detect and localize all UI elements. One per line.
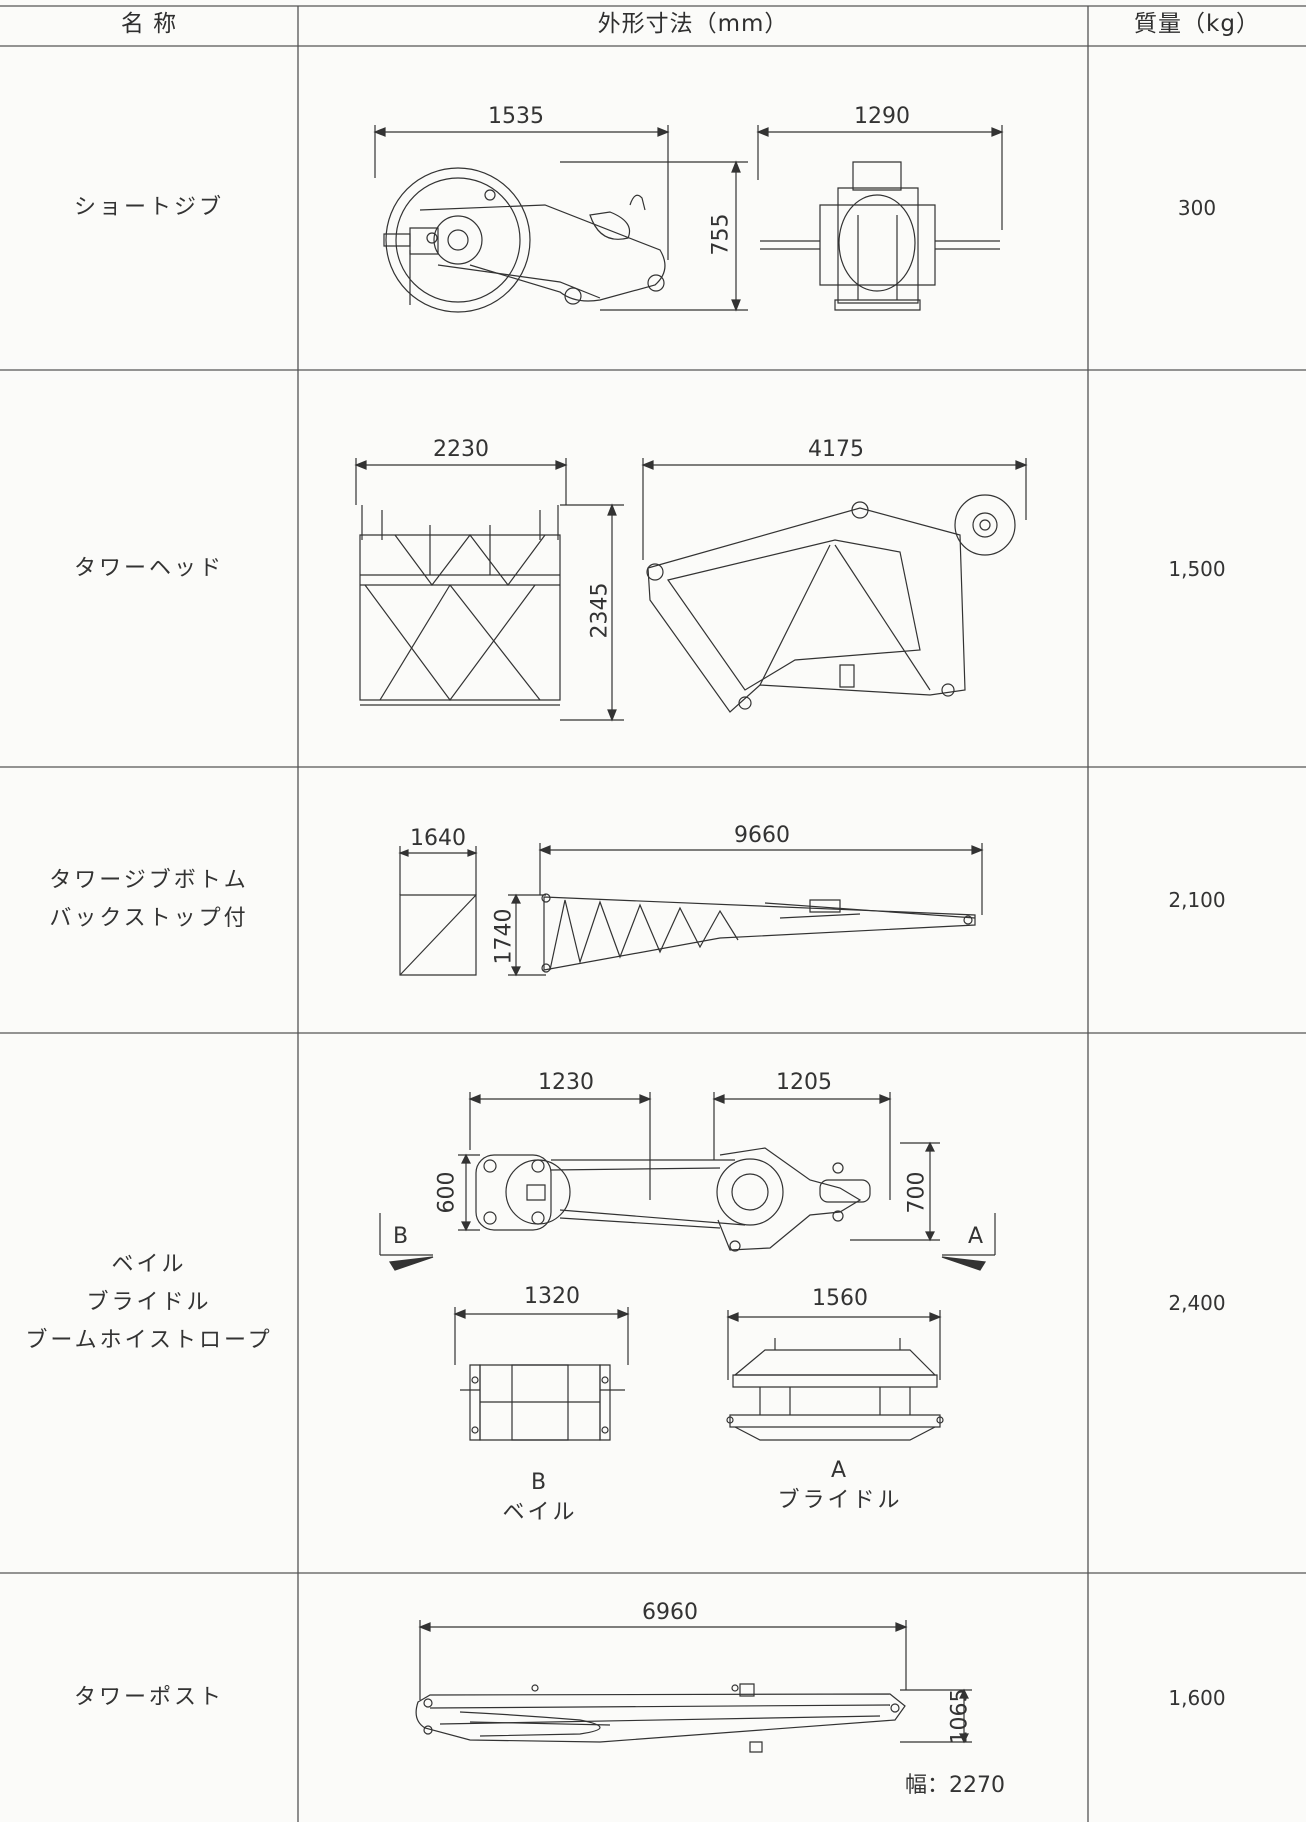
header-name: 名 称 [120, 11, 178, 37]
row-name-line: ブームホイストロープ [25, 1328, 273, 1353]
row-mass: 1,600 [1168, 1685, 1226, 1710]
row-mass: 1,500 [1168, 556, 1226, 581]
dim-label: 1535 [488, 104, 544, 129]
dim-label: 1560 [812, 1286, 868, 1311]
caption-bail: B ベイル [470, 1468, 610, 1528]
width-note: 幅：2270 [905, 1773, 1005, 1798]
row-name: ショートジブ [0, 46, 298, 370]
row-name-line: ベイル [111, 1252, 187, 1277]
dim-label: 1640 [410, 826, 466, 851]
row-name-line: ショートジブ [73, 195, 224, 220]
row-name: タワーポスト [0, 1573, 298, 1822]
row-mass: 2,100 [1168, 888, 1226, 912]
row-name-line: ブライドル [86, 1290, 212, 1315]
row-name: タワージブボトム バックストップ付 [0, 767, 298, 1033]
dim-label: 1290 [854, 104, 910, 129]
header-dimensions: 外形寸法（mm） [597, 11, 789, 37]
dim-label: 1065 [947, 1688, 973, 1745]
dim-label: 2230 [433, 437, 489, 462]
row-name-line: タワージブボトム [49, 868, 249, 893]
caption-bridle: A ブライドル [760, 1456, 920, 1516]
row-name-line: バックストップ付 [49, 906, 249, 931]
view-mark-b: B [393, 1224, 409, 1249]
caption-mark: A [830, 1458, 850, 1483]
caption-text: ベイル [502, 1500, 578, 1525]
dim-label: 4175 [808, 437, 864, 462]
caption-text: ブライドル [777, 1488, 903, 1513]
dim-label: 1230 [538, 1070, 594, 1095]
dim-label: 6960 [642, 1600, 698, 1625]
dim-label: 1205 [776, 1070, 832, 1095]
view-mark-a: A [968, 1224, 984, 1249]
row-mass: 300 [1177, 196, 1217, 220]
dim-label: 1320 [524, 1284, 580, 1309]
row-name: タワーヘッド [0, 370, 298, 767]
row-mass: 2,400 [1168, 1291, 1226, 1315]
header-mass: 質量（kg） [1134, 11, 1260, 37]
caption-mark: B [530, 1470, 550, 1495]
row-name-line: タワーポスト [73, 1684, 224, 1710]
row-name-line: タワーヘッド [73, 555, 224, 581]
dim-label: 9660 [734, 823, 790, 848]
row-name: ベイル ブライドル ブームホイストロープ [0, 1033, 298, 1573]
